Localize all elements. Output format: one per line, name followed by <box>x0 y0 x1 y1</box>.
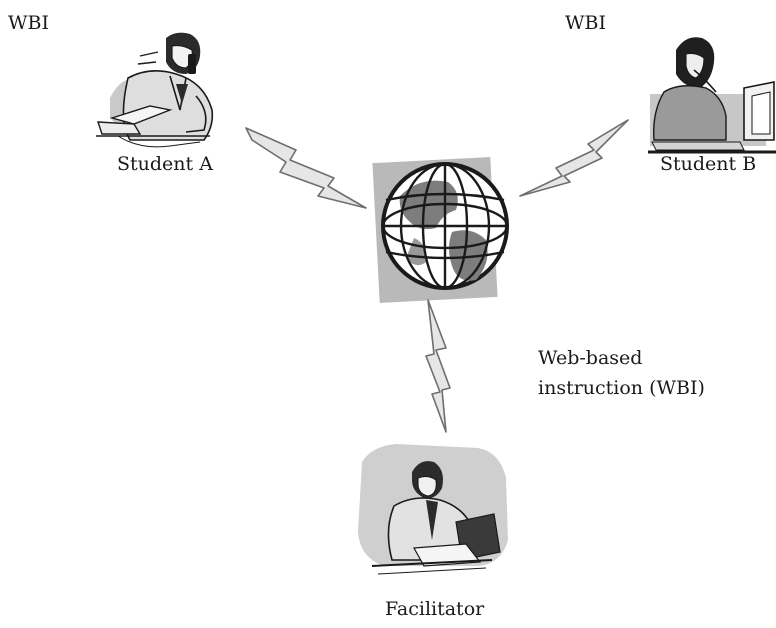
facilitator-label: Facilitator <box>385 598 485 620</box>
facilitator-figure <box>358 444 508 575</box>
student-a-label: Student A <box>117 153 213 175</box>
wbi-label-top-left: WBI <box>8 12 49 34</box>
wbi-caption-line-1: Web-based <box>538 347 643 369</box>
lightning-bolt-icon <box>245 119 629 433</box>
student-b-label: Student B <box>660 153 757 175</box>
wbi-caption-line-2: instruction (WBI) <box>538 377 705 399</box>
student-b-figure <box>648 37 776 154</box>
globe-icon <box>372 157 509 303</box>
wbi-label-top-right: WBI <box>565 12 606 34</box>
student-a-figure <box>96 32 214 148</box>
